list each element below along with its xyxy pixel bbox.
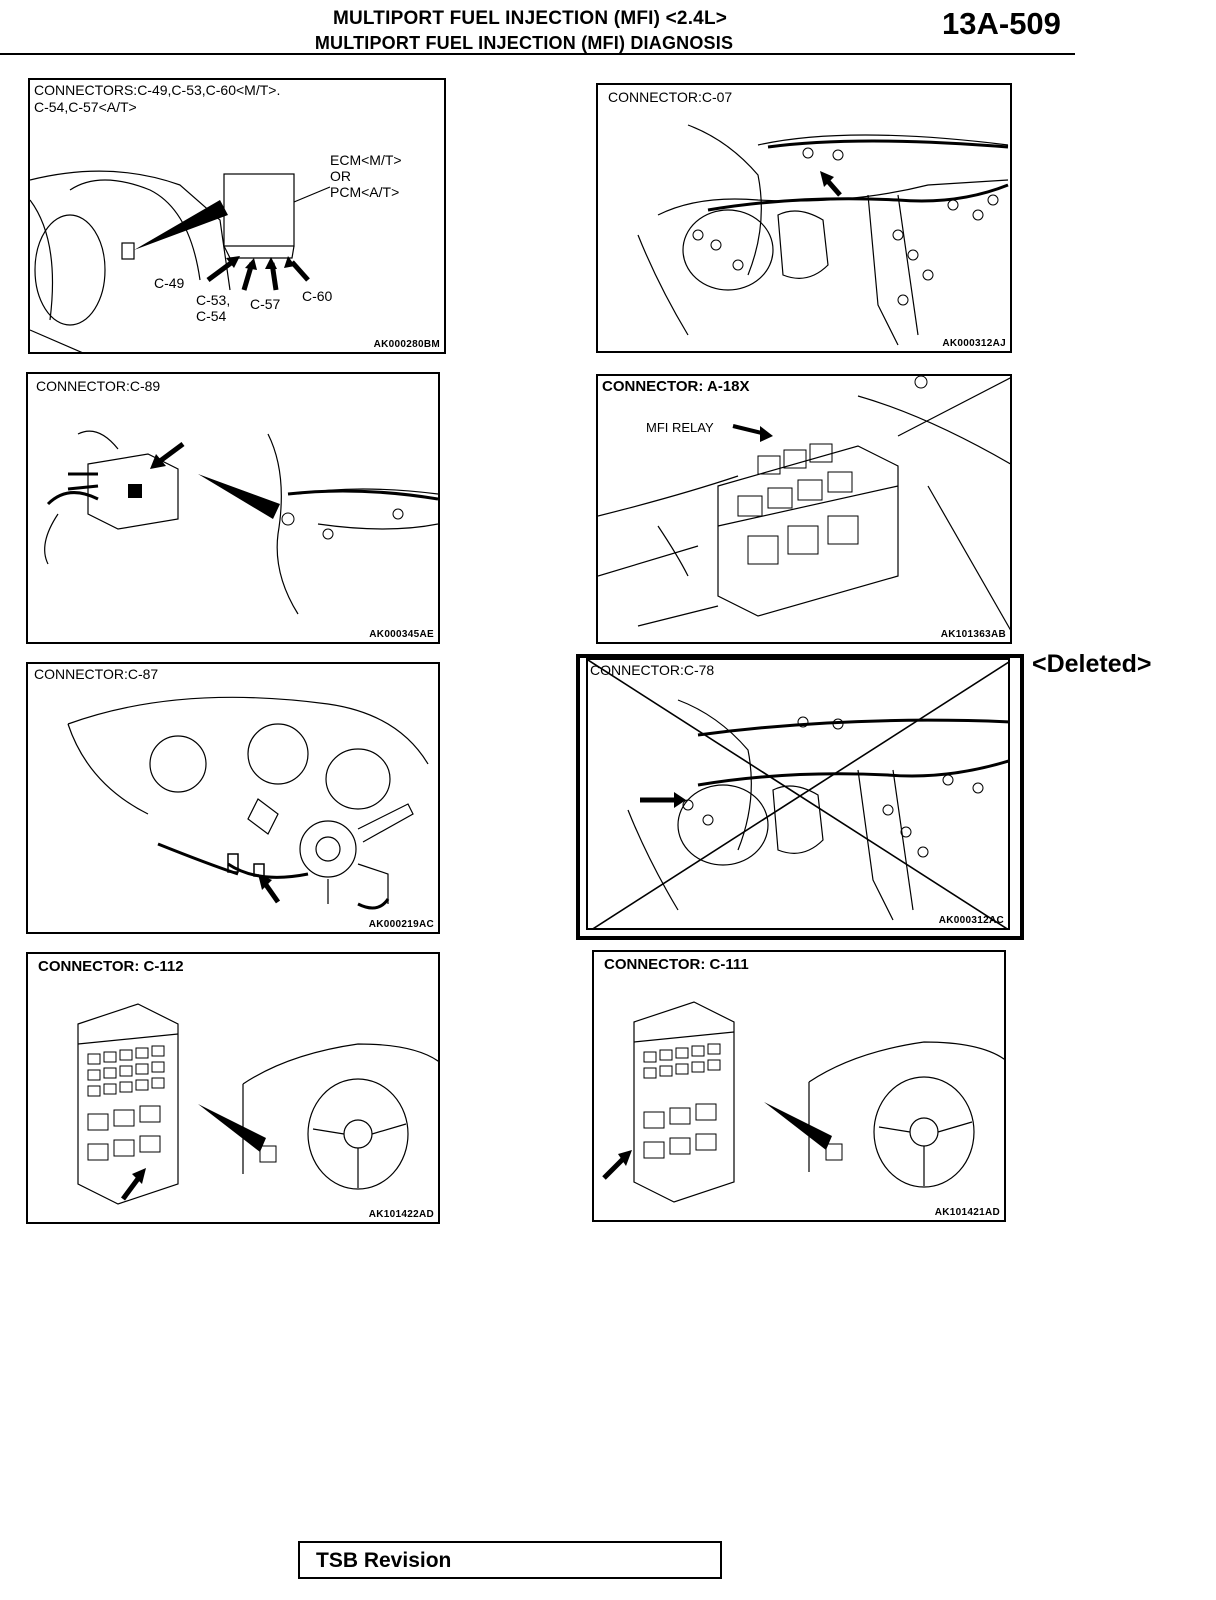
figure-code: AK101363AB <box>940 629 1006 640</box>
label-pcm: PCM<A/T> <box>330 184 400 200</box>
panel-c87: CONNECTOR:C-87 AK000219AC <box>26 662 440 934</box>
panel-c89: CONNECTOR:C-89 AK000345AE <box>26 372 440 644</box>
deleted-status: <Deleted> <box>1032 650 1152 678</box>
panel-caption: CONNECTORS:C-49,C-53,C-60<M/T>. C-54,C-5… <box>34 82 281 115</box>
panel-caption: CONNECTOR:C-78 <box>590 662 715 678</box>
header-title-line1: MULTIPORT FUEL INJECTION (MFI) <2.4L> <box>332 8 728 29</box>
label-c57: C-57 <box>250 296 281 312</box>
figure-code: AK000280BM <box>373 339 440 350</box>
c112-junction-block-illustration <box>77 1003 438 1205</box>
header-title-line2: MULTIPORT FUEL INJECTION (MFI) DIAGNOSIS <box>314 33 734 53</box>
panel-c112: CONNECTOR: C-112 AK101422AD <box>26 952 440 1224</box>
figure-code: AK000219AC <box>368 919 434 930</box>
figure-code: AK101421AD <box>934 1207 1000 1218</box>
panel-a18x: CONNECTOR: A-18X MFI RELAY AK101363AB <box>596 374 1012 644</box>
panel-c07: CONNECTOR:C-07 AK000312AJ <box>596 83 1012 353</box>
figure-code: AK101422AD <box>368 1209 434 1220</box>
label-c54: C-54 <box>196 308 227 324</box>
tsb-revision-box: TSB Revision <box>298 1541 722 1579</box>
figure-code: AK000345AE <box>369 629 434 640</box>
panel-c111: CONNECTOR: C-111 AK101421AD <box>592 950 1006 1222</box>
c87-steering-column-illustration <box>67 696 429 910</box>
ecm-location-illustration <box>30 170 331 352</box>
panel-caption: CONNECTOR: C-112 <box>38 958 184 975</box>
header-rule <box>0 53 1075 55</box>
panel-c78: CONNECTOR:C-78 AK000312AC <box>586 658 1010 930</box>
c111-junction-block-illustration <box>602 1001 1004 1203</box>
label-mfi-relay: MFI RELAY <box>646 420 714 435</box>
c89-connector-illustration <box>44 430 438 615</box>
figure-code: AK000312AJ <box>942 338 1006 349</box>
panel-caption: CONNECTOR:C-89 <box>36 378 161 394</box>
label-c49: C-49 <box>154 275 185 291</box>
label-ecm: ECM<M/T> <box>330 152 402 168</box>
panel-ecm-connectors: CONNECTORS:C-49,C-53,C-60<M/T>. C-54,C-5… <box>28 78 446 354</box>
panel-caption: CONNECTOR: A-18X <box>602 378 750 395</box>
panel-caption: CONNECTOR: C-111 <box>604 956 749 973</box>
c78-harness-illustration <box>588 660 1008 928</box>
figure-code: AK000312AC <box>938 915 1004 926</box>
mfi-relay-illustration <box>598 376 1010 631</box>
page-number: 13A-509 <box>942 6 1061 41</box>
label-c53: C-53, <box>196 292 231 308</box>
panel-caption: CONNECTOR:C-87 <box>34 666 159 682</box>
label-c60: C-60 <box>302 288 333 304</box>
deleted-frame <box>576 654 1024 940</box>
panel-caption: CONNECTOR:C-07 <box>608 89 733 105</box>
label-or: OR <box>330 168 351 184</box>
c07-harness-illustration <box>637 124 1009 346</box>
